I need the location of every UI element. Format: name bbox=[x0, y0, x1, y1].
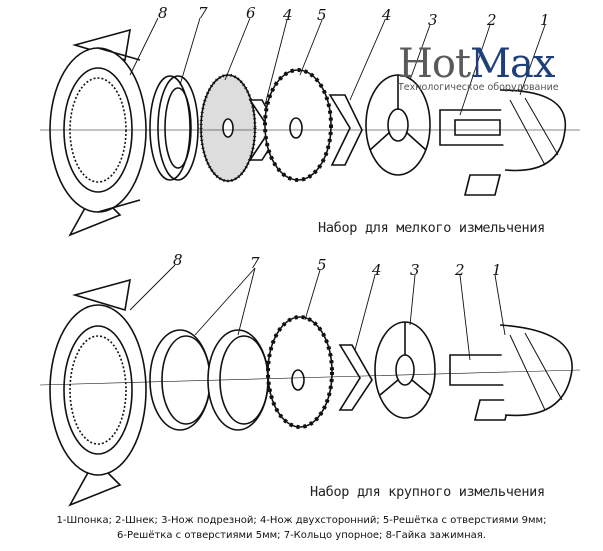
top-label-2: 2 bbox=[486, 11, 497, 29]
top-set-caption: Набор для мелкого измельчения bbox=[318, 220, 546, 236]
watermark-brand-max: Max bbox=[470, 41, 555, 87]
top-label-5: 5 bbox=[317, 6, 327, 24]
bottom-label-2: 2 bbox=[454, 261, 465, 279]
bottom-label-8: 8 bbox=[173, 251, 183, 269]
bottom-cutting-knife bbox=[374, 321, 436, 419]
legend-line-1: 1-Шпонка; 2-Шнек; 3-Нож подрезной; 4-Нож… bbox=[56, 515, 547, 526]
top-clamping-nut bbox=[49, 28, 147, 237]
top-label-4a: 4 bbox=[282, 6, 293, 24]
watermark-subtitle: Технологическое оборудование bbox=[398, 82, 559, 93]
bottom-label-5: 5 bbox=[317, 256, 327, 274]
parts-legend: 1-Шпонка; 2-Шнек; 3-Нож подрезной; 4-Нож… bbox=[0, 513, 603, 543]
hotmax-watermark: HotMax Технологическое оборудование bbox=[398, 44, 559, 93]
bottom-label-7: 7 bbox=[250, 254, 260, 272]
bottom-grate-9mm bbox=[266, 315, 334, 429]
top-label-3: 3 bbox=[428, 11, 438, 29]
top-cutting-knife bbox=[365, 74, 431, 176]
top-label-7: 7 bbox=[198, 4, 208, 22]
bottom-set-caption: Набор для крупного измельчения bbox=[310, 484, 545, 500]
bottom-label-3: 3 bbox=[410, 261, 420, 279]
top-grate-9mm bbox=[263, 68, 333, 182]
top-auger-key bbox=[439, 89, 567, 196]
bottom-auger-key bbox=[449, 324, 573, 421]
bottom-clamping-nut bbox=[49, 278, 147, 507]
bottom-stop-ring-1 bbox=[149, 329, 211, 431]
bottom-label-1: 1 bbox=[492, 261, 502, 279]
watermark-brand-hot: Hot bbox=[398, 41, 471, 87]
top-label-8: 8 bbox=[158, 4, 168, 22]
top-stop-ring bbox=[149, 75, 199, 181]
top-label-4b: 4 bbox=[381, 6, 392, 24]
legend-line-2: 6-Решётка с отверстиями 5мм; 7-Кольцо уп… bbox=[117, 530, 486, 541]
top-label-1: 1 bbox=[540, 11, 550, 29]
bottom-label-4: 4 bbox=[371, 261, 382, 279]
bottom-double-knife bbox=[338, 344, 373, 411]
top-label-6: 6 bbox=[246, 4, 256, 22]
top-grate-5mm bbox=[199, 73, 257, 183]
